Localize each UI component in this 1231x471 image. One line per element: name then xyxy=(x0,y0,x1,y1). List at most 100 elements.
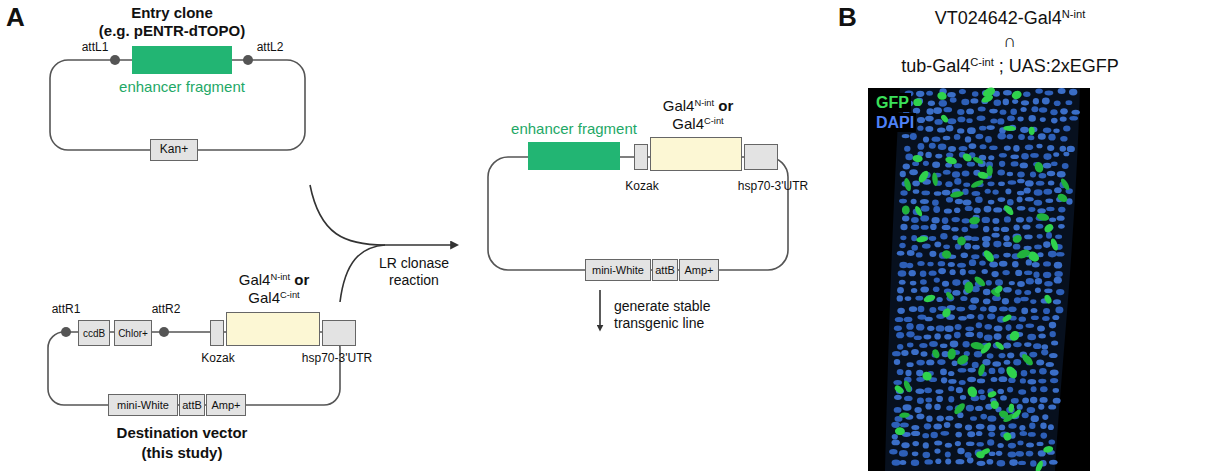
gfp-cell xyxy=(980,447,991,456)
nucleus xyxy=(917,261,924,266)
node-text: GFP xyxy=(874,93,911,112)
nucleus xyxy=(1040,117,1046,122)
nucleus xyxy=(975,197,983,204)
nucleus xyxy=(897,369,904,375)
nucleus xyxy=(980,414,987,420)
gfp-cell xyxy=(966,385,979,399)
nucleus xyxy=(1060,136,1067,142)
gfp-cell xyxy=(1034,460,1044,471)
nucleus xyxy=(940,369,947,376)
nucleus xyxy=(900,460,907,465)
nucleus xyxy=(938,261,946,266)
att-site-label: attR2 xyxy=(152,302,181,316)
nucleus xyxy=(1023,91,1030,97)
gfp-cell xyxy=(956,235,968,247)
nucleus xyxy=(1004,216,1011,222)
nucleus xyxy=(959,89,966,94)
nucleus xyxy=(955,441,961,446)
nucleus xyxy=(944,422,951,428)
nucleus xyxy=(1013,342,1022,347)
node-text: enhancer fragment xyxy=(119,78,245,96)
nucleus xyxy=(947,92,956,97)
nucleus xyxy=(1043,153,1051,160)
nucleus xyxy=(1060,108,1068,114)
nucleus xyxy=(1017,172,1025,178)
node-text: Amp+ xyxy=(684,264,713,276)
nucleus xyxy=(1030,153,1039,158)
nucleus xyxy=(1017,441,1023,446)
nucleus xyxy=(1015,289,1022,295)
nucleus xyxy=(978,314,984,320)
nucleus xyxy=(1018,389,1026,395)
nucleus xyxy=(894,359,900,365)
nucleus xyxy=(993,227,999,232)
nucleus xyxy=(1055,307,1063,314)
nucleus xyxy=(939,100,947,107)
nucleus xyxy=(916,389,925,394)
gfp-cell xyxy=(1011,408,1023,420)
nucleus xyxy=(950,269,956,275)
nucleus xyxy=(1000,395,1007,400)
nucleus xyxy=(1043,163,1052,169)
gfp-cell xyxy=(1004,364,1019,380)
nucleus xyxy=(1047,145,1054,151)
nucleus xyxy=(987,439,994,445)
nucleus xyxy=(1040,397,1048,403)
nucleus xyxy=(1031,415,1039,422)
nucleus xyxy=(1057,171,1066,177)
nucleus xyxy=(1024,342,1031,347)
nucleus xyxy=(969,259,976,266)
image-background xyxy=(868,88,1090,471)
att-site-dot xyxy=(61,327,71,337)
nucleus xyxy=(986,125,994,130)
nucleus xyxy=(987,353,994,358)
nucleus xyxy=(985,189,991,194)
nucleus xyxy=(965,206,973,211)
gfp-cell xyxy=(970,341,985,350)
nucleus xyxy=(1030,369,1036,374)
nucleus xyxy=(921,225,929,230)
nucleus xyxy=(1027,379,1036,384)
nucleus xyxy=(1028,207,1035,212)
nucleus xyxy=(946,152,953,157)
node-text: mini-White xyxy=(592,264,644,276)
nucleus xyxy=(946,125,953,131)
nucleus xyxy=(1039,107,1047,113)
nucleus xyxy=(1063,126,1070,132)
attb-box: attB xyxy=(179,394,205,416)
nucleus xyxy=(965,332,974,337)
nucleus xyxy=(971,236,979,241)
nucleus xyxy=(1026,324,1035,328)
nucleus xyxy=(1055,235,1062,239)
nucleus xyxy=(941,431,950,436)
nucleus xyxy=(965,326,974,331)
nucleus xyxy=(1033,98,1039,105)
nucleus xyxy=(1003,343,1011,349)
gfp-cell xyxy=(970,179,985,190)
nucleus xyxy=(1058,224,1065,229)
nucleus xyxy=(923,442,929,448)
nucleus xyxy=(911,431,920,436)
gfp-cell xyxy=(921,370,934,382)
nucleus xyxy=(1018,117,1024,122)
nucleus xyxy=(1003,253,1011,258)
nucleus xyxy=(1000,110,1007,115)
nucleus xyxy=(920,199,929,204)
nucleus xyxy=(1020,378,1026,383)
nucleus xyxy=(937,127,946,132)
gfp-cell xyxy=(917,169,931,184)
nucleus xyxy=(1034,200,1043,206)
nucleus xyxy=(976,431,982,436)
nucleus xyxy=(929,143,936,149)
nucleus xyxy=(1036,224,1044,229)
nucleus xyxy=(1050,370,1059,376)
nucleus xyxy=(925,398,932,403)
nucleus xyxy=(1051,118,1058,124)
nucleus xyxy=(1033,272,1039,278)
nucleus xyxy=(982,236,991,242)
nucleus xyxy=(954,178,961,185)
nucleus xyxy=(942,225,951,230)
nucleus xyxy=(928,101,935,106)
gfp-cell xyxy=(937,91,948,101)
nucleus xyxy=(948,146,956,152)
